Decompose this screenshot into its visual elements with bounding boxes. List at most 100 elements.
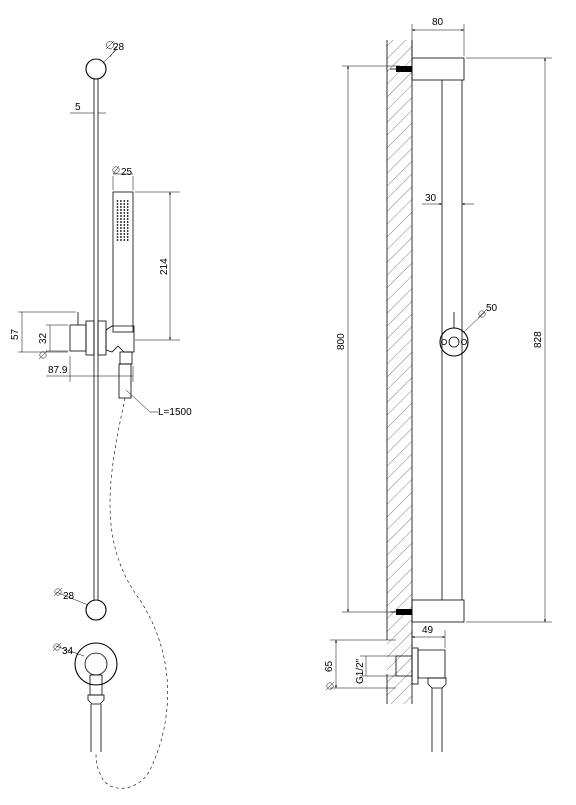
nozzle-dot — [120, 227, 122, 229]
nozzle-dot — [116, 221, 119, 223]
total-height-label: 828 — [533, 331, 544, 348]
nozzle-dot — [123, 215, 126, 217]
nozzle-dot — [123, 218, 126, 220]
bar-depth-label: 30 — [425, 193, 437, 204]
nozzle-dot — [120, 233, 122, 235]
nozzle-dot — [123, 200, 126, 202]
handle-diameter-dim: 50 — [463, 303, 498, 333]
nozzle-dot — [116, 200, 119, 202]
slide-rail — [93, 79, 99, 600]
nozzle-dot — [116, 239, 119, 241]
nozzle-dot — [123, 230, 126, 232]
outlet-diameter-dim: 65 — [324, 639, 396, 691]
nozzle-dot — [123, 233, 126, 235]
nozzle-dot — [126, 221, 129, 223]
rail-width-label: 5 — [75, 102, 81, 113]
holder-diameter-dim: 32 — [38, 324, 68, 360]
top-knob-diameter-label: 28 — [113, 42, 125, 53]
bracket-depth-dim: 80 — [411, 17, 465, 56]
nozzle-dot — [126, 227, 129, 229]
holder-offset-dim: 87.9 — [46, 356, 134, 382]
nozzle-dot — [126, 200, 129, 202]
nozzle-dot — [126, 209, 129, 211]
nozzle-dot — [120, 236, 122, 238]
nozzle-dot — [116, 230, 119, 232]
nozzle-dot — [116, 224, 119, 226]
top-knob-diameter-dim: 28 — [103, 40, 125, 63]
handshower-diameter-dim: 25 — [112, 165, 134, 190]
nozzle-dot — [123, 236, 126, 238]
top-end-knob — [85, 58, 107, 80]
holder-diameter-label: 32 — [38, 332, 49, 344]
nozzle-dot — [126, 212, 129, 214]
nozzle-dot — [120, 239, 122, 241]
nozzle-dot — [120, 209, 122, 211]
nozzle-dot — [126, 233, 129, 235]
nozzle-dot — [126, 230, 129, 232]
nozzle-dot — [123, 227, 126, 229]
nozzle-dot — [126, 206, 129, 208]
wall-section — [386, 40, 413, 704]
nozzle-dot — [123, 203, 126, 205]
outlet-diameter-label: 65 — [324, 660, 335, 672]
nozzle-dot — [116, 203, 119, 205]
nozzle-dot — [116, 215, 119, 217]
nozzle-dot — [116, 236, 119, 238]
nozzle-dot — [126, 203, 129, 205]
handshower-diameter-label: 25 — [121, 167, 133, 178]
hose-length-label: L=1500 — [158, 407, 192, 418]
wall-outlet-diameter-label: 34 — [62, 646, 74, 657]
handshower-length-dim: 214 — [135, 191, 180, 341]
nozzle-dot — [116, 227, 119, 229]
nozzle-dot — [120, 224, 122, 226]
left-front-view: 28 5 25 — [10, 40, 192, 789]
bottom-knob-diameter-dim: 28 — [53, 587, 89, 606]
nozzle-dot — [123, 206, 126, 208]
outlet-depth-dim: 49 — [411, 625, 446, 648]
nozzle-dot — [116, 209, 119, 211]
shower-hose — [95, 363, 168, 789]
nozzle-dot — [120, 230, 122, 232]
holder-height-dim: 57 — [10, 311, 76, 353]
nozzle-dot — [126, 236, 129, 238]
hose-length-dim: L=1500 — [125, 389, 192, 418]
rail-width-dim: 5 — [70, 102, 106, 114]
nozzle-dot — [126, 224, 129, 226]
bottom-end-knob — [85, 599, 107, 621]
shower-holder — [69, 312, 135, 365]
outlet-depth-label: 49 — [422, 625, 434, 636]
nozzle-dot — [123, 209, 126, 211]
wall-outlet-side — [395, 647, 447, 752]
holder-offset-label: 87.9 — [48, 365, 68, 376]
bracket-depth-label: 80 — [432, 17, 444, 28]
nozzle-dot — [123, 221, 126, 223]
nozzle-dot — [126, 218, 129, 220]
handle-diameter-label: 50 — [486, 303, 498, 314]
spray-nozzles — [116, 200, 129, 241]
bottom-knob-diameter-label: 28 — [63, 591, 75, 602]
wall-outlet — [74, 642, 118, 752]
nozzle-dot — [120, 215, 122, 217]
nozzle-dot — [120, 200, 122, 202]
nozzle-dot — [123, 212, 126, 214]
handshower-length-label: 214 — [159, 258, 170, 275]
nozzle-dot — [116, 206, 119, 208]
holder-height-label: 57 — [10, 328, 21, 340]
nozzle-dot — [120, 212, 122, 214]
nozzle-dot — [120, 206, 122, 208]
top-bracket — [390, 57, 465, 81]
nozzle-dot — [123, 224, 126, 226]
nozzle-dot — [116, 218, 119, 220]
slider-handle — [439, 312, 469, 357]
nozzle-dot — [126, 215, 129, 217]
fixing-distance-dim: 800 — [336, 65, 400, 613]
nozzle-dot — [123, 239, 126, 241]
nozzle-dot — [120, 203, 122, 205]
right-side-view: 50 80 30 800 828 — [324, 17, 552, 752]
thread-dim: G1/2" — [355, 655, 396, 684]
nozzle-dot — [126, 239, 129, 241]
wall-outlet-diameter-dim: 34 — [52, 642, 85, 657]
total-height-dim: 828 — [466, 57, 552, 623]
nozzle-dot — [116, 212, 119, 214]
